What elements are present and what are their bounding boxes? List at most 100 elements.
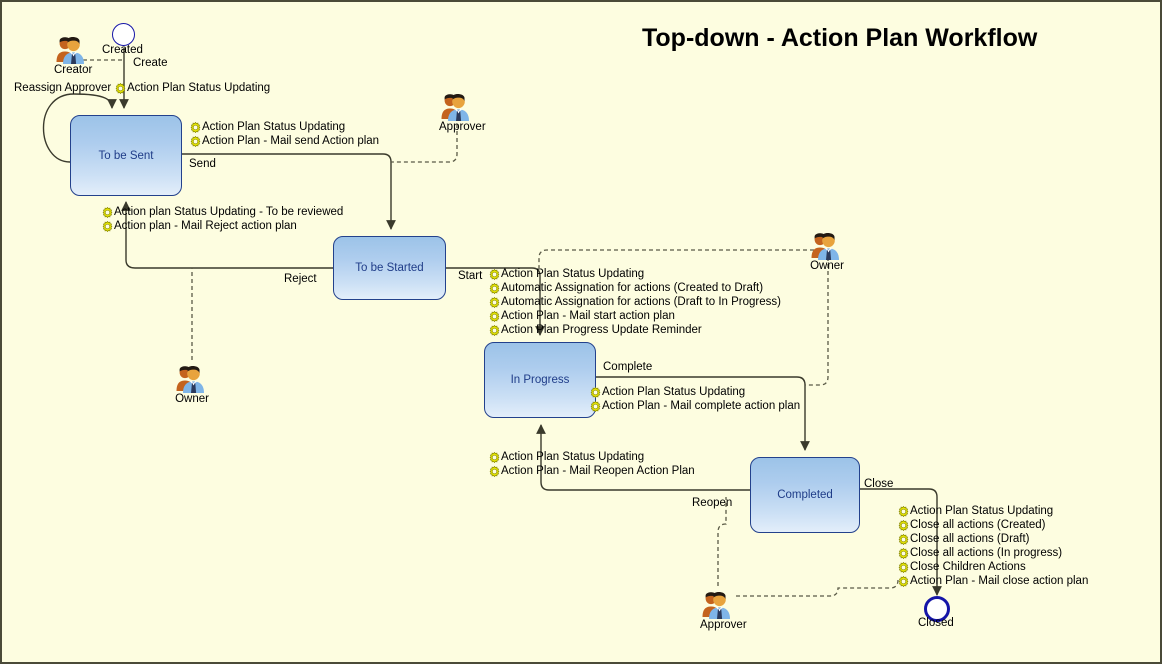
transition-label-complete: Complete <box>603 361 653 373</box>
action-item-label: Action Plan Status Updating <box>501 268 645 280</box>
assoc-owner-complete <box>805 250 829 386</box>
gear-icon <box>489 451 500 463</box>
gear-icon <box>489 282 500 294</box>
gear-icon <box>102 206 113 218</box>
transition-label-close: Close <box>864 478 894 490</box>
actor-label: Creator <box>54 64 93 76</box>
action-item-label: Action Plan - Mail close action plan <box>910 575 1089 587</box>
final-node-label: Closed <box>918 617 954 629</box>
action-item-label: Action Plan - Mail Reopen Action Plan <box>501 465 695 477</box>
assoc-approver-reopen <box>717 497 727 586</box>
action-item: Action Plan - Mail complete action plan <box>590 399 800 413</box>
action-item: Action plan - Mail Reject action plan <box>102 219 343 233</box>
actor-owner-right[interactable]: Owner <box>809 231 845 272</box>
edge-reopen <box>536 424 750 491</box>
action-item-label: Automatic Assignation for actions (Draft… <box>501 296 781 308</box>
action-list-reject: Action plan Status Updating - To be revi… <box>102 205 343 233</box>
action-item-label: Close all actions (Created) <box>910 519 1046 531</box>
action-item-label: Action Plan Status Updating <box>127 82 271 94</box>
action-item-label: Action plan - Mail Reject action plan <box>114 220 297 232</box>
gear-icon <box>898 547 909 559</box>
actor-creator-top[interactable]: Creator <box>54 35 93 76</box>
actor-owner-left[interactable]: Owner <box>174 364 210 405</box>
actor-icon <box>809 231 845 261</box>
action-item: Action Plan Status Updating <box>489 267 781 281</box>
action-item-label: Close all actions (Draft) <box>910 533 1030 545</box>
state-to-be-started[interactable]: To be Started <box>333 236 446 300</box>
action-item: Action plan Status Updating - To be revi… <box>102 205 343 219</box>
gear-icon <box>489 465 500 477</box>
action-item: Close all actions (Draft) <box>898 532 1088 546</box>
initial-node-label: Created <box>102 44 143 56</box>
state-label: To be Started <box>355 262 424 274</box>
gear-icon <box>898 561 909 573</box>
action-item: Close Children Actions <box>898 560 1088 574</box>
gear-icon <box>102 220 113 232</box>
assoc-approver-close <box>736 579 899 597</box>
action-item-label: Action Plan Progress Update Reminder <box>501 324 702 336</box>
initial-node-created[interactable] <box>112 23 135 46</box>
gear-icon <box>115 82 126 94</box>
gear-icon <box>489 310 500 322</box>
gear-icon <box>898 575 909 587</box>
action-item: Action Plan Status Updating <box>115 81 270 95</box>
gear-icon <box>590 400 601 412</box>
action-item: Action Plan - Mail start action plan <box>489 309 781 323</box>
gear-icon <box>898 505 909 517</box>
actor-icon <box>700 590 736 620</box>
gear-icon <box>898 533 909 545</box>
action-item: Action Plan Status Updating <box>898 504 1088 518</box>
transition-label-reject: Reject <box>284 273 317 285</box>
edge-close <box>860 488 942 596</box>
action-item-label: Action Plan Status Updating <box>501 451 645 463</box>
edge-start <box>446 267 545 336</box>
action-item: Automatic Assignation for actions (Creat… <box>489 281 781 295</box>
edge-reassign-approver <box>42 93 117 163</box>
action-item-label: Action Plan - Mail complete action plan <box>602 400 801 412</box>
actor-icon <box>54 35 90 65</box>
gear-icon <box>590 386 601 398</box>
action-list-create: Action Plan Status Updating <box>115 81 270 95</box>
actor-label: Approver <box>439 121 486 133</box>
actor-approver-bottom[interactable]: Approver <box>700 590 747 631</box>
action-item-label: Action Plan Status Updating <box>602 386 746 398</box>
action-item-label: Close all actions (In progress) <box>910 547 1063 559</box>
action-item-label: Action Plan Status Updating <box>202 121 346 133</box>
assoc-approver-send <box>391 110 458 163</box>
circle-icon <box>924 596 950 622</box>
gear-icon <box>190 135 201 147</box>
actor-approver-top[interactable]: Approver <box>439 92 486 133</box>
gear-icon <box>489 268 500 280</box>
circle-icon <box>112 23 135 46</box>
state-to-be-sent[interactable]: To be Sent <box>70 115 182 196</box>
transition-label-start: Start <box>458 270 483 282</box>
edge-reject <box>121 201 333 269</box>
action-item: Action Plan Status Updating <box>590 385 800 399</box>
action-item: Action Plan - Mail Reopen Action Plan <box>489 464 695 478</box>
action-item: Action Plan - Mail send Action plan <box>190 134 379 148</box>
action-item: Automatic Assignation for actions (Draft… <box>489 295 781 309</box>
action-item-label: Action plan Status Updating - To be revi… <box>114 206 344 218</box>
action-item: Action Plan Progress Update Reminder <box>489 323 781 337</box>
actor-icon <box>174 364 210 394</box>
action-item: Close all actions (Created) <box>898 518 1088 532</box>
action-item-label: Close Children Actions <box>910 561 1026 573</box>
action-item-label: Action Plan - Mail send Action plan <box>202 135 380 147</box>
state-label: In Progress <box>510 374 570 386</box>
actor-label: Owner <box>810 260 844 272</box>
state-in-progress[interactable]: In Progress <box>484 342 596 418</box>
gear-icon <box>489 324 500 336</box>
gear-icon <box>190 121 201 133</box>
gear-icon <box>898 519 909 531</box>
actor-icon <box>439 92 475 122</box>
final-node-closed[interactable] <box>924 596 950 622</box>
state-completed[interactable]: Completed <box>750 457 860 533</box>
action-item-label: Action Plan Status Updating <box>910 505 1054 517</box>
state-label: Completed <box>777 489 833 501</box>
action-item: Close all actions (In progress) <box>898 546 1088 560</box>
